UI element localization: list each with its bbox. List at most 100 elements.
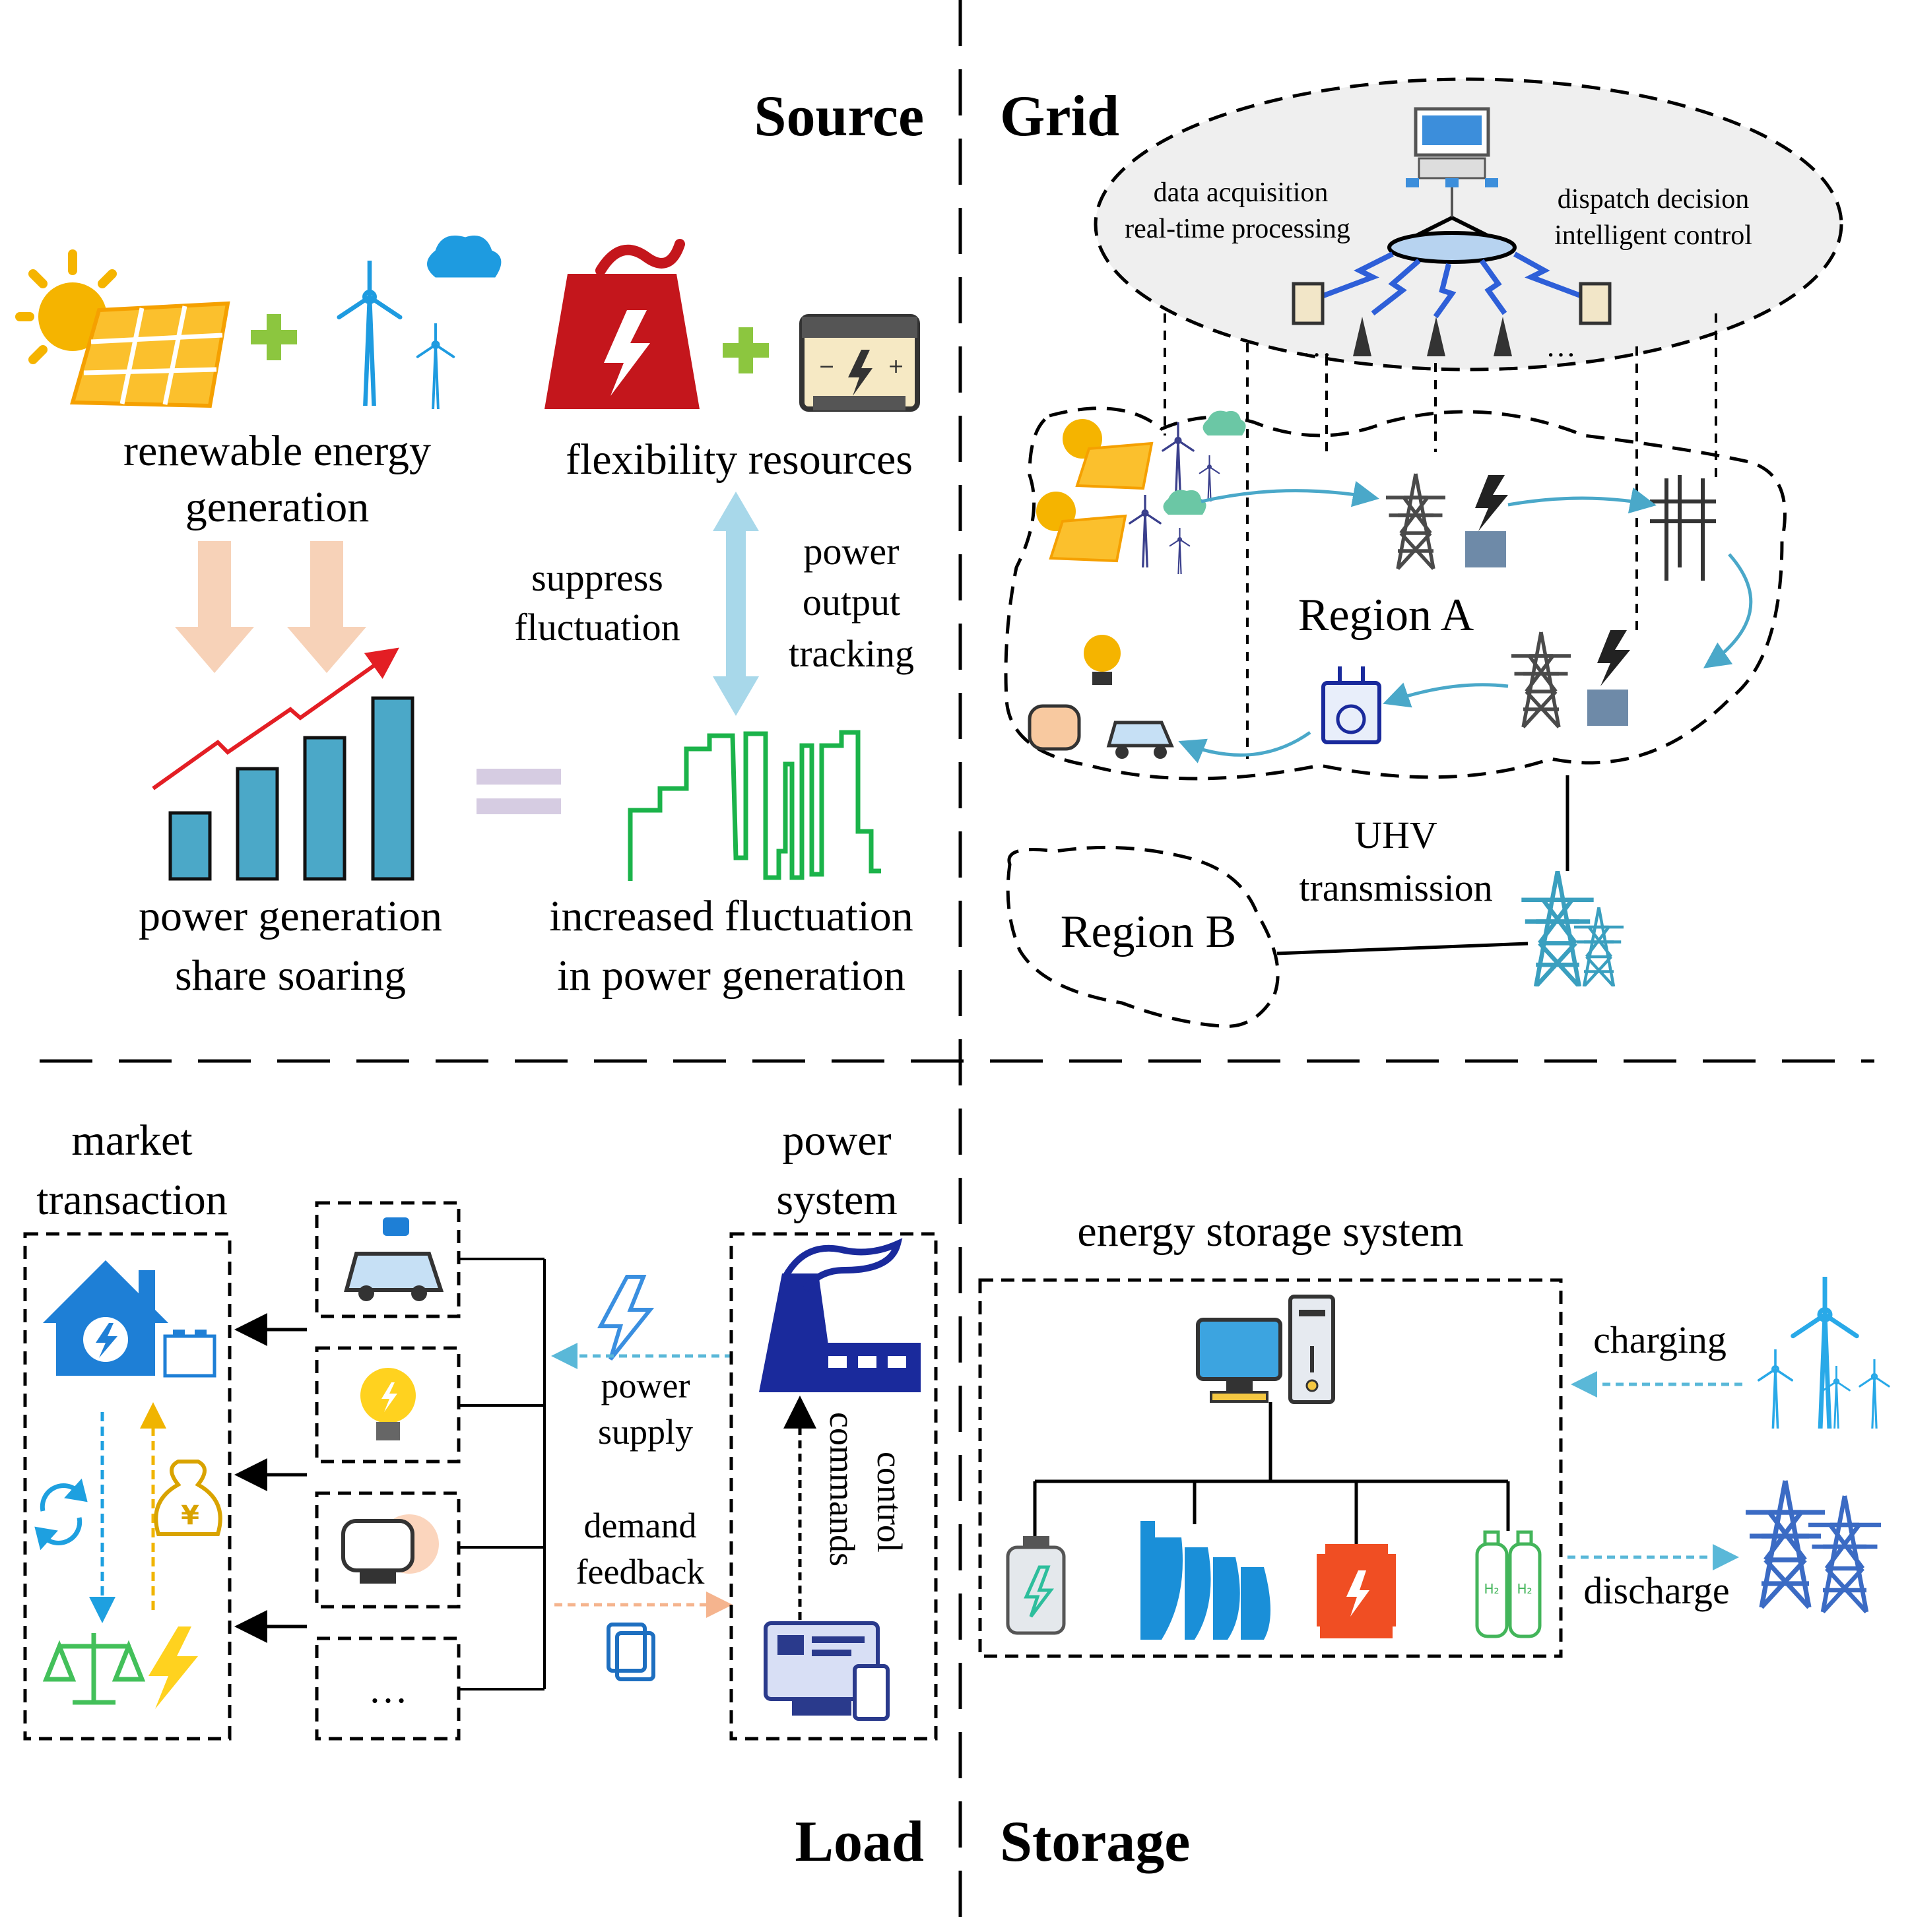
svg-text:transaction: transaction [36,1176,228,1224]
wind-turbine-icon [339,236,502,410]
title-storage: Storage [1000,1810,1190,1874]
refresh-icon [34,1478,88,1551]
balance-scale-icon [42,1633,146,1705]
renewable-label: renewable energy generation [123,427,431,531]
power-supply-label: power supply [598,1366,693,1452]
control-commands-label: control commands [822,1412,909,1566]
transformer-icons [1465,475,1630,726]
storage-system-box [978,1278,1563,1658]
supply-bolt-icon [597,1275,655,1361]
bar-chart-icon [168,696,414,881]
svg-text:increased fluctuation: increased fluctuation [549,892,913,940]
thermal-plant-icon [544,239,700,409]
flexibility-label: flexibility resources [566,435,913,484]
lightning-links [1319,251,1585,319]
svg-text:−: − [818,355,835,378]
title-source: Source [754,84,924,148]
title-grid: Grid [1000,84,1119,148]
equals-icon [477,769,561,814]
svg-text:UHV: UHV [1354,814,1437,856]
right-note: dispatch decision intelligent control [1554,184,1752,251]
svg-text:suppress: suppress [531,556,663,599]
battery-storage-icon [1006,1536,1066,1635]
ellipsis-right: … [1546,329,1576,363]
dashed-droplines [1164,313,1717,759]
region-b-boundary [1006,845,1280,1028]
uhv-lines [1276,775,1569,955]
region-a-label: Region A [1298,590,1474,641]
trend-arrow [152,647,399,790]
svg-text:commands: commands [822,1412,862,1566]
solar-panel-icon [15,249,230,408]
market-box [23,1232,232,1741]
pumped-hydro-icon [1140,1521,1270,1640]
uhv-tower-icon [1521,871,1624,986]
svg-text:power: power [783,1116,892,1165]
svg-text:in power generation: in power generation [557,951,906,1000]
region-b-label: Region B [1061,907,1236,957]
fluctuation-label: increased fluctuation in power generatio… [549,892,913,1000]
load-to-market-arrows [234,1313,307,1643]
svg-text:+: + [888,355,904,378]
svg-text:data acquisition: data acquisition [1154,177,1329,208]
terminal-icons [1292,282,1612,356]
svg-text:intelligent control: intelligent control [1554,220,1752,251]
down-arrows [175,541,366,673]
storage-bus-lines [1033,1402,1510,1544]
svg-text:demand: demand [584,1506,697,1545]
market-title: market transaction [36,1116,228,1224]
motor-icon [341,1514,439,1584]
svg-text:system: system [776,1176,897,1224]
substation-icon [1321,666,1381,744]
svg-text:real-time processing: real-time processing [1125,214,1350,244]
region-a-boundary [1004,406,1787,781]
h2-label-1: H₂ [1484,1581,1499,1597]
share-label: power generation share soaring [139,892,442,1000]
discharge-tower-icon [1746,1481,1881,1612]
money-bag-icon [154,1460,222,1536]
double-arrow [713,492,759,716]
document-icon [607,1623,655,1681]
flow-arrows [1178,480,1753,763]
storage-system-title: energy storage system [1077,1208,1463,1256]
svg-text:dispatch decision: dispatch decision [1558,184,1749,214]
discharge-label: discharge [1583,1569,1729,1612]
computer-icon [1196,1295,1335,1404]
thermal-storage-icon [1317,1544,1396,1638]
svg-text:tracking: tracking [789,632,914,675]
uhv-label: UHV transmission [1299,814,1492,909]
load-bus-lines [459,1258,546,1690]
plus-icon [251,314,297,360]
svg-text:feedback: feedback [576,1552,705,1592]
h2-label-2: H₂ [1517,1581,1532,1597]
svg-text:fluctuation: fluctuation [514,606,680,649]
fluctuation-line [628,730,881,881]
svg-text:generation: generation [185,483,370,531]
consumer-icons [1028,635,1174,759]
power-system-title: power system [776,1116,897,1224]
yen-symbol: ¥ [181,1500,199,1531]
power-plant-icon [759,1238,921,1392]
title-load: Load [795,1810,924,1874]
svg-text:transmission: transmission [1299,866,1492,909]
left-note: data acquisition real-time processing [1125,177,1350,244]
plus-icon-2 [723,327,769,373]
svg-text:power: power [804,530,900,573]
network-hub-icon [1387,216,1517,264]
smart-house-icon [43,1260,216,1378]
light-bulb-icon [360,1368,416,1440]
svg-text:share soaring: share soaring [175,951,406,1000]
tracking-label: power output tracking [789,530,914,675]
ev-car-icon [344,1217,444,1301]
svg-text:power: power [601,1366,690,1405]
lightning-icon [148,1626,198,1709]
server-icon [1406,107,1498,218]
charging-label: charging [1593,1318,1727,1361]
svg-text:output: output [803,581,900,624]
svg-text:supply: supply [598,1412,693,1452]
suppress-label: suppress fluctuation [514,556,680,649]
svg-text:power generation: power generation [139,892,442,940]
control-terminal-icon [764,1621,890,1721]
more-loads: … [368,1667,408,1711]
